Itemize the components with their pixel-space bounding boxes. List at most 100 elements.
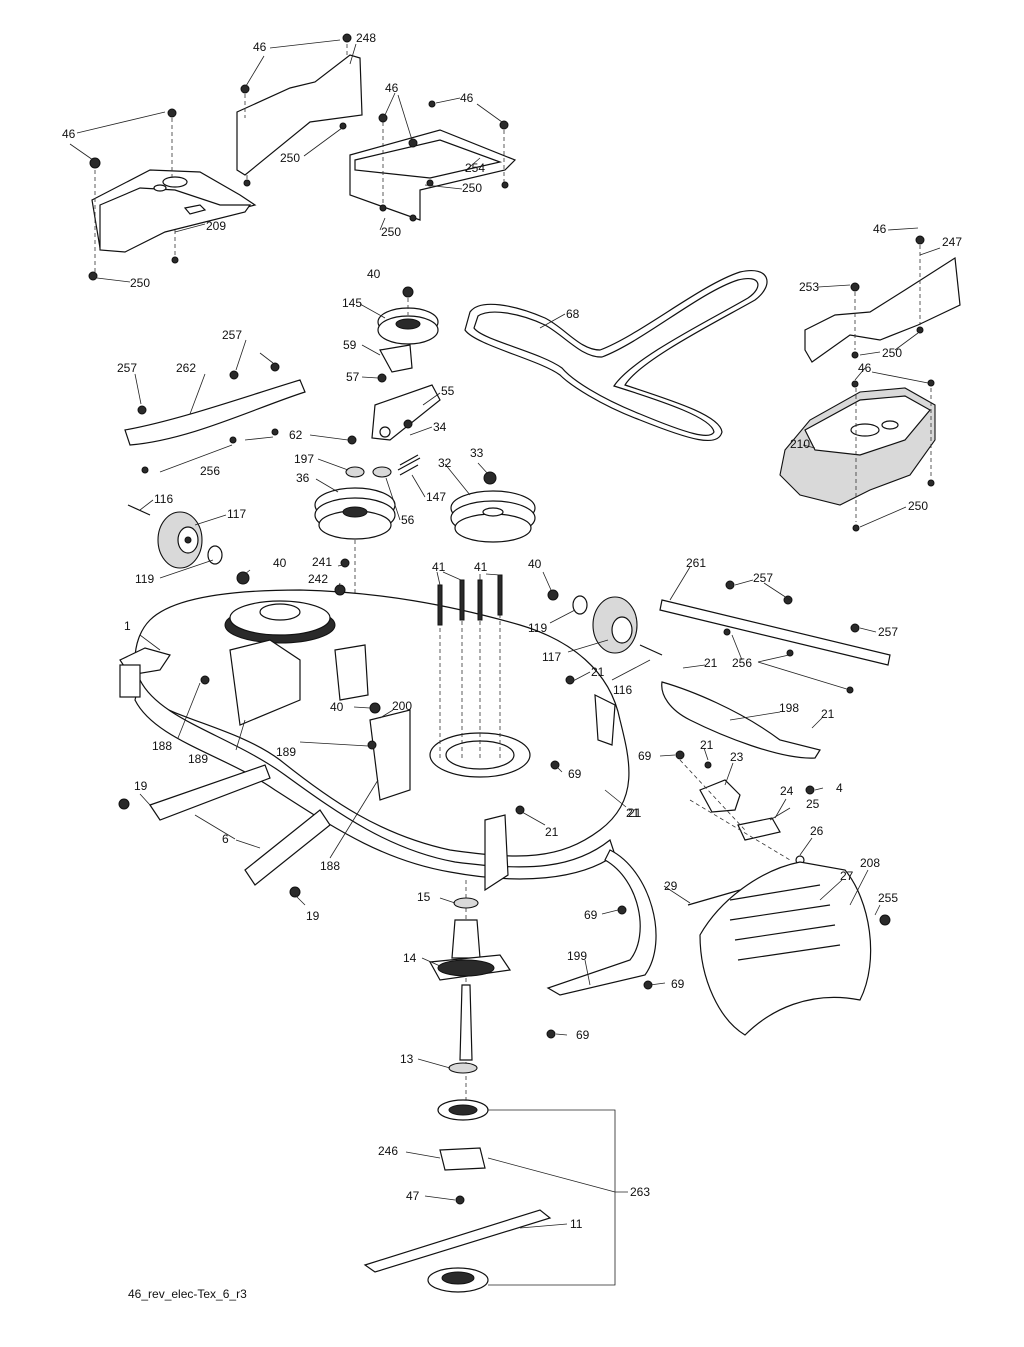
callout-label: 200 [392, 699, 412, 713]
gauge-wheel-left [127, 504, 250, 585]
callout-label: 21 [700, 738, 714, 752]
callout-label: 69 [568, 767, 582, 781]
callout-label: 254 [465, 161, 485, 175]
callout-label: 24 [780, 784, 794, 798]
callout-label: 145 [342, 296, 362, 310]
deck-hanger-left [124, 362, 306, 474]
callout-label: 69 [638, 749, 652, 763]
callout-label: 256 [200, 464, 220, 478]
callout-label: 36 [296, 471, 310, 485]
callout-label: 250 [882, 346, 902, 360]
callout-label: 257 [117, 361, 137, 375]
callout-label: 208 [860, 856, 880, 870]
callout-label: 117 [542, 650, 561, 664]
callout-label: 25 [806, 797, 820, 811]
mower-deck-housing [119, 558, 630, 892]
callout-label: 21 [821, 707, 835, 721]
callout-label: 40 [528, 557, 542, 571]
callout-label: 15 [417, 890, 431, 904]
gauge-wheel-right [547, 589, 663, 656]
callout-label: 21 [626, 806, 640, 820]
callout-label: 69 [576, 1028, 590, 1042]
callout-label: 27 [840, 869, 854, 883]
callout-label: 246 [378, 1144, 398, 1158]
callout-label: 62 [289, 428, 303, 442]
callout-label: 41 [474, 560, 488, 574]
callout-label: 21 [591, 665, 605, 679]
discharge-deflector [546, 681, 891, 1039]
callout-label: 47 [406, 1189, 420, 1203]
callout-label: 242 [308, 572, 328, 586]
belt-shield-left [88, 108, 257, 281]
idler-assembly [314, 286, 536, 650]
callout-label: 261 [686, 556, 706, 570]
callout-label: 6 [222, 832, 229, 846]
callout-label: 34 [433, 420, 447, 434]
callout-label: 189 [276, 745, 296, 759]
callout-label: 29 [664, 879, 678, 893]
drive-belt [464, 270, 768, 442]
callout-label: 257 [753, 571, 773, 585]
callout-label: 116 [154, 492, 173, 506]
callout-label: 257 [878, 625, 898, 639]
callout-label: 250 [381, 225, 401, 239]
callout-label: 199 [567, 949, 587, 963]
diagram-reference-code: 46_rev_elec-Tex_6_r3 [128, 1287, 247, 1301]
callout-label: 116 [613, 683, 632, 697]
callout-label: 117 [227, 507, 246, 521]
callout-label: 4 [836, 781, 843, 795]
shield-248 [236, 33, 363, 187]
callout-label: 46 [858, 361, 872, 375]
callout-label: 257 [222, 328, 242, 342]
belt-shield-right [779, 379, 936, 532]
callout-label: 255 [878, 891, 898, 905]
spindle-assembly [363, 880, 552, 1293]
callout-label: 250 [908, 499, 928, 513]
callout-label: 46 [873, 222, 887, 236]
callout-label: 40 [273, 556, 287, 570]
callout-label: 119 [528, 621, 547, 635]
callout-label: 46 [62, 127, 76, 141]
callout-label: 69 [584, 908, 598, 922]
shield-254 [349, 100, 517, 222]
callout-label: 248 [356, 31, 376, 45]
callout-label: 57 [346, 370, 360, 384]
callout-label: 46 [460, 91, 474, 105]
callout-label: 250 [280, 151, 300, 165]
callout-label: 33 [470, 446, 484, 460]
callout-label: 188 [152, 739, 172, 753]
callout-label: 21 [628, 806, 642, 820]
callout-label: 188 [320, 859, 340, 873]
callout-label: 46 [253, 40, 267, 54]
callout-label: 40 [330, 700, 344, 714]
callout-label: 262 [176, 361, 196, 375]
callout-label: 26 [810, 824, 824, 838]
leader-lines [69, 39, 941, 1286]
callout-label: 256 [732, 656, 752, 670]
callout-label: 241 [312, 555, 332, 569]
callout-label: 197 [294, 452, 314, 466]
callout-label: 41 [432, 560, 446, 574]
callout-label: 250 [462, 181, 482, 195]
callout-label: 119 [135, 572, 154, 586]
shield-247 [804, 235, 961, 363]
callout-label: 14 [403, 951, 417, 965]
deck-hanger-right [659, 580, 891, 694]
callout-label: 250 [130, 276, 150, 290]
callout-label: 55 [441, 384, 455, 398]
callout-label: 263 [630, 1185, 650, 1199]
callout-label: 46 [385, 81, 399, 95]
callout-label: 253 [799, 280, 819, 294]
callout-label: 1 [124, 619, 131, 633]
callout-label: 21 [545, 825, 559, 839]
callout-label: 247 [942, 235, 962, 249]
callout-label: 59 [343, 338, 357, 352]
callout-label: 19 [134, 779, 148, 793]
callout-label: 68 [566, 307, 580, 321]
callout-labels: 46 248 46 46 46 250 254 250 250 209 250 … [62, 31, 962, 1231]
callout-label: 209 [206, 219, 226, 233]
callout-label: 11 [570, 1217, 583, 1231]
callout-label: 69 [671, 977, 685, 991]
callout-label: 56 [401, 513, 415, 527]
